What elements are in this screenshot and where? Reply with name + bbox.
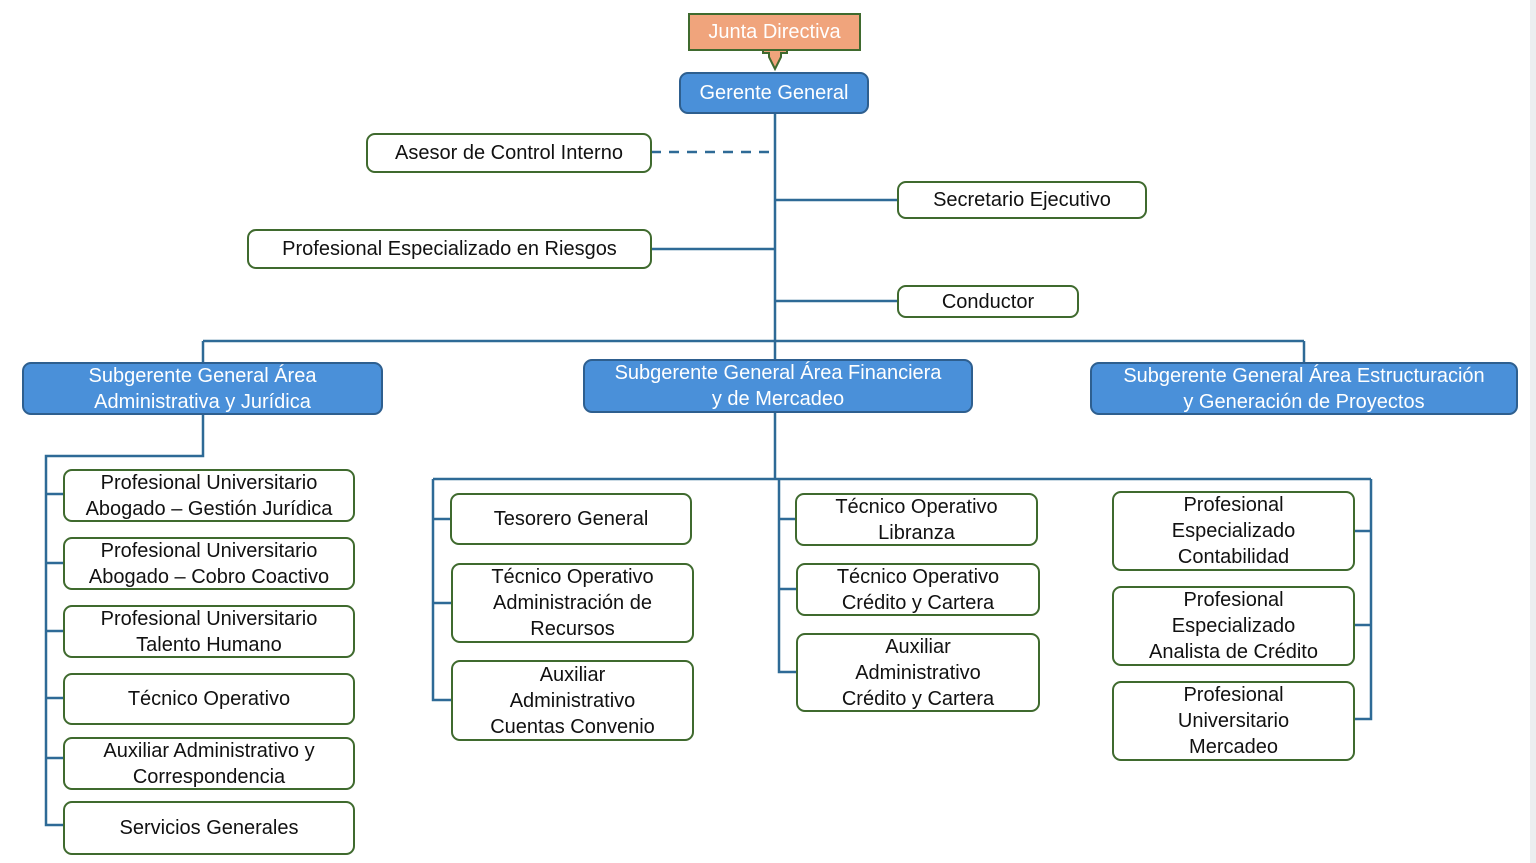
role-box[interactable]: Auxiliar Administrativo Crédito y Carter… bbox=[796, 633, 1040, 712]
role-box[interactable]: Tesorero General bbox=[450, 493, 692, 545]
role-box[interactable]: Profesional Especializado Analista de Cr… bbox=[1112, 586, 1355, 666]
arrow-down-icon bbox=[762, 49, 788, 72]
general-manager-box[interactable]: Gerente General bbox=[679, 72, 869, 114]
role-box[interactable]: Profesional Universitario Talento Humano bbox=[63, 605, 355, 658]
internal-control-box[interactable]: Asesor de Control Interno bbox=[366, 133, 652, 173]
division-projects-box[interactable]: Subgerente General Área Estructuración y… bbox=[1090, 362, 1518, 415]
role-box[interactable]: Técnico Operativo bbox=[63, 673, 355, 725]
executive-secretary-box[interactable]: Secretario Ejecutivo bbox=[897, 181, 1147, 219]
role-box[interactable]: Profesional Especializado Contabilidad bbox=[1112, 491, 1355, 571]
role-box[interactable]: Auxiliar Administrativo y Correspondenci… bbox=[63, 737, 355, 790]
page-edge bbox=[1530, 0, 1536, 863]
driver-box[interactable]: Conductor bbox=[897, 285, 1079, 318]
role-box[interactable]: Técnico Operativo Crédito y Cartera bbox=[796, 563, 1040, 616]
fin-col3-line bbox=[1354, 479, 1373, 721]
risk-specialist-box[interactable]: Profesional Especializado en Riesgos bbox=[247, 229, 652, 269]
role-box[interactable]: Servicios Generales bbox=[63, 801, 355, 855]
fin-col2-line bbox=[777, 479, 797, 674]
division-admin-box[interactable]: Subgerente General Área Administrativa y… bbox=[22, 362, 383, 415]
division-financial-box[interactable]: Subgerente General Área Financiera y de … bbox=[583, 359, 973, 413]
role-box[interactable]: Profesional Universitario Abogado – Gest… bbox=[63, 469, 355, 522]
role-box[interactable]: Profesional Universitario Mercadeo bbox=[1112, 681, 1355, 761]
admin-down-line bbox=[44, 414, 205, 827]
role-box[interactable]: Técnico Operativo Libranza bbox=[795, 493, 1038, 546]
role-box[interactable]: Auxiliar Administrativo Cuentas Convenio bbox=[451, 660, 694, 741]
role-box[interactable]: Profesional Universitario Abogado – Cobr… bbox=[63, 537, 355, 590]
role-box[interactable]: Técnico Operativo Administración de Recu… bbox=[451, 563, 694, 643]
fin-col1-line bbox=[431, 479, 452, 702]
board-box[interactable]: Junta Directiva bbox=[688, 13, 861, 51]
